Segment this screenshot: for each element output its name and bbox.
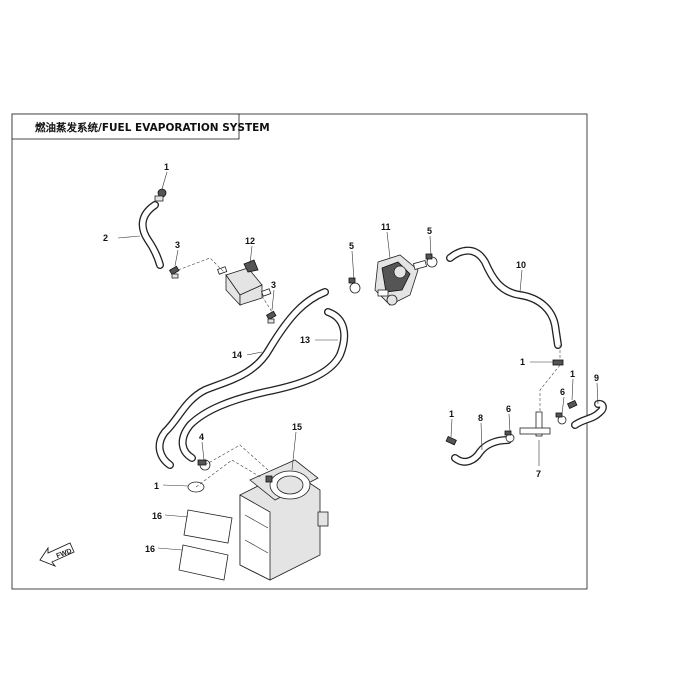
callout-1-mid: 1 [520, 357, 525, 367]
diagram-border [11, 113, 588, 590]
clamp-6-right [555, 412, 567, 425]
callout-2: 2 [103, 233, 108, 243]
clamp-5-left [348, 277, 361, 294]
routing-line-c [539, 345, 561, 412]
clamp-3-right [265, 310, 277, 324]
clamp-1-right [566, 399, 578, 409]
callout-7: 7 [536, 469, 541, 479]
canister-15 [239, 459, 329, 581]
callout-5-right: 5 [427, 226, 432, 236]
purge-valve-11 [374, 254, 428, 306]
title-box [11, 113, 240, 140]
clamp-1-top [154, 188, 167, 202]
callout-3-left: 3 [175, 240, 180, 250]
callout-10: 10 [516, 260, 526, 270]
callout-15: 15 [292, 422, 302, 432]
callout-11: 11 [381, 222, 391, 232]
hose-13 [178, 308, 349, 462]
clamp-5-right [425, 253, 438, 268]
callout-8: 8 [478, 413, 483, 423]
hose-14 [155, 288, 329, 469]
routing-line-b [261, 295, 273, 313]
clamp-4 [197, 459, 211, 471]
callout-1-bottom: 1 [154, 481, 159, 491]
pad-16-lower [178, 544, 229, 581]
callout-16-lower: 16 [145, 544, 155, 554]
callout-6-right: 6 [560, 387, 565, 397]
clamp-3-left [168, 265, 180, 279]
diagram-title: 燃油蒸发系统/FUEL EVAPORATION SYSTEM [35, 121, 270, 134]
callout-3-right: 3 [271, 280, 276, 290]
callout-13: 13 [300, 335, 310, 345]
callout-14: 14 [232, 350, 242, 360]
callout-5-left: 5 [349, 241, 354, 251]
routing-line-a [177, 257, 225, 273]
clamp-1-mid [552, 359, 564, 366]
fwd-arrow-icon: FWD [39, 542, 75, 568]
routing-line-e [195, 459, 263, 488]
hose-9 [571, 399, 607, 429]
routing-line-d [204, 444, 269, 471]
hose-2 [138, 201, 164, 269]
callout-1-left: 1 [449, 409, 454, 419]
callout-4: 4 [199, 432, 204, 442]
callout-1-top: 1 [164, 162, 169, 172]
clamp-6-mid [504, 430, 515, 443]
pad-16-upper [183, 509, 233, 544]
callout-9: 9 [594, 373, 599, 383]
clamp-1-left [445, 435, 457, 446]
hose-10 [446, 246, 562, 349]
hose-8 [451, 436, 512, 466]
callout-12: 12 [245, 236, 255, 246]
tee-fitting-7 [519, 411, 551, 437]
valve-12 [217, 259, 272, 307]
callout-6-mid: 6 [506, 404, 511, 414]
callout-1-right: 1 [570, 369, 575, 379]
leader-lines [117, 171, 599, 551]
callout-16-upper: 16 [152, 511, 162, 521]
